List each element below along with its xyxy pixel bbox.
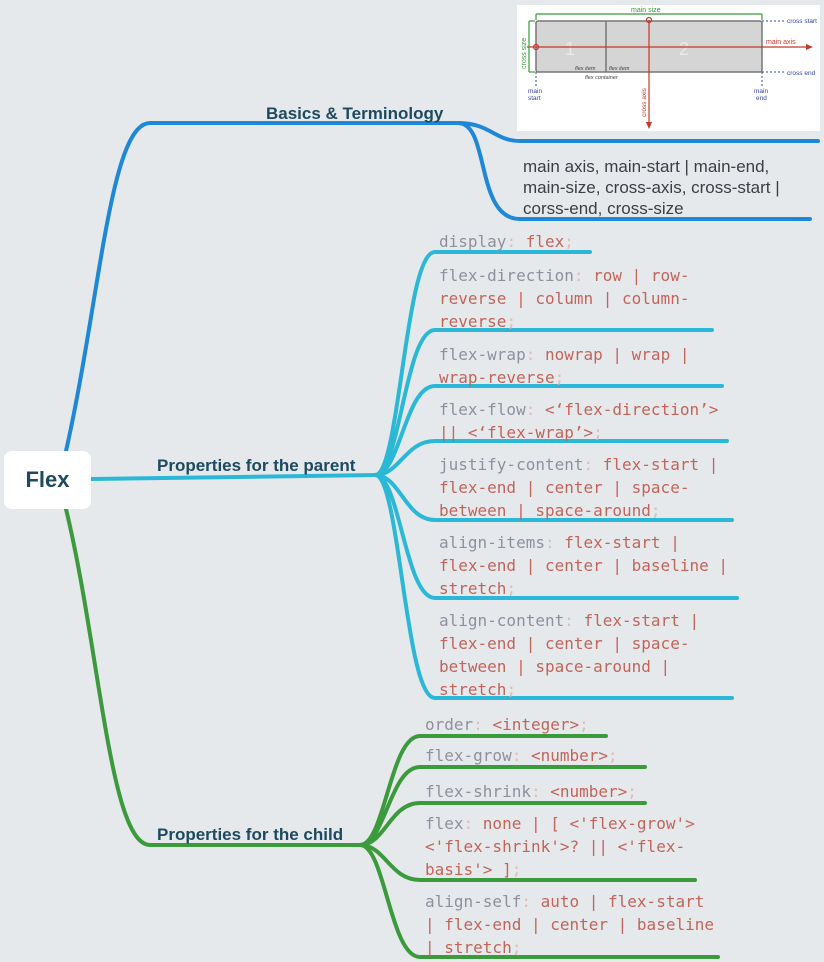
child-prop-order[interactable]: order: <integer>;: [425, 715, 589, 734]
prop-value: <integer>: [492, 715, 580, 734]
flex-item-label-a: flex item: [575, 66, 596, 72]
prop-name: order: [425, 715, 474, 734]
basics-connectors: [64, 121, 820, 453]
item-2-number: 2: [679, 39, 689, 59]
child-connectors: [64, 507, 720, 959]
cross-size-label: cross size: [521, 38, 528, 69]
flex-container-label: flex container: [585, 75, 619, 81]
prop-name: display: [439, 232, 507, 251]
prop-name: align-items: [439, 533, 545, 552]
main-start-label-line1: main: [528, 88, 542, 95]
flex-item-label-b: flex item: [609, 66, 630, 72]
basics-terminology-note[interactable]: main axis, main-start | main-end, main-s…: [523, 157, 780, 218]
prop-name: flex-flow: [439, 400, 526, 419]
prop-name: justify-content: [439, 455, 584, 474]
root-node-flex[interactable]: Flex: [4, 451, 91, 509]
main-end-label-line2: end: [756, 95, 767, 102]
cross-start-label: cross start: [787, 18, 817, 25]
root-to-basics-line: [64, 121, 462, 453]
parent-prop-align-items[interactable]: align-items: flex-start | flex-end | cen…: [439, 533, 728, 598]
branch-parent-label[interactable]: Properties for the parent: [157, 456, 356, 475]
item-1-number: 1: [565, 39, 575, 59]
prop-value: row | row-reverse | column | column-reve…: [439, 266, 690, 331]
parent-prop-flex-direction[interactable]: flex-direction: row | row-reverse | colu…: [439, 266, 690, 331]
branch-basics-label[interactable]: Basics & Terminology: [266, 104, 444, 123]
prop-value: auto | flex-start | flex-end | center | …: [425, 892, 714, 957]
prop-value: <number>: [550, 782, 628, 801]
prop-name: align-self: [425, 892, 522, 911]
parent-prop-flex-wrap[interactable]: flex-wrap: nowrap | wrap | wrap-reverse;: [439, 345, 690, 387]
prop-name: align-content: [439, 611, 565, 630]
basics-to-figure-line: [456, 121, 820, 143]
parent-prop-flex-flow[interactable]: flex-flow: <‘flex-direction’> || <‘flex-…: [439, 400, 719, 442]
main-start-label-line2: start: [528, 95, 541, 102]
cross-end-label: cross end: [787, 70, 816, 77]
child-prop-align-self[interactable]: align-self: auto | flex-start | flex-end…: [425, 892, 714, 957]
prop-value: flex-start | flex-end | center | baselin…: [439, 533, 728, 598]
flexbox-terminology-figure: main size 1 2 flex item flex item flex c…: [517, 5, 820, 131]
prop-value: <‘flex-direction’> || <‘flex-wrap’>: [439, 400, 719, 442]
prop-name: flex-direction: [439, 266, 574, 285]
prop-value: none | [ <'flex-grow'> <'flex-shrink'>? …: [425, 814, 695, 879]
child-prop-flex-shrink[interactable]: flex-shrink: <number>;: [425, 782, 637, 801]
parent-prop-justify-content[interactable]: justify-content: flex-start | flex-end |…: [439, 455, 719, 520]
prop-name: flex-grow: [425, 746, 512, 765]
main-end-label-line1: main: [754, 88, 768, 95]
prop-value: <number>: [530, 746, 609, 765]
parent-connectors: [89, 250, 739, 700]
cross-axis-label: cross axis: [641, 87, 648, 117]
prop-value: flex-start | flex-end | center | space-b…: [439, 455, 719, 520]
prop-value: nowrap | wrap | wrap-reverse: [439, 345, 690, 387]
branch-child-label[interactable]: Properties for the child: [157, 825, 344, 844]
child-prop-flex-grow[interactable]: flex-grow: <number>;: [425, 746, 618, 765]
main-size-label: main size: [631, 7, 661, 14]
child-prop-flex[interactable]: flex: none | [ <'flex-grow'> <'flex-shri…: [425, 814, 695, 879]
prop-name: flex-wrap: [439, 345, 526, 364]
prop-name: flex: [425, 814, 464, 833]
main-axis-label: main axis: [766, 39, 796, 46]
basics-to-note-line: [456, 121, 812, 221]
parent-prop-display[interactable]: display: flex;: [439, 232, 574, 251]
root-to-child-line: [64, 507, 364, 847]
prop-value: flex: [525, 232, 565, 251]
parent-prop-align-content[interactable]: align-content: flex-start | flex-end | c…: [439, 611, 700, 699]
prop-value: flex-start | flex-end | center | space-b…: [439, 611, 700, 699]
prop-name: flex-shrink: [425, 782, 531, 801]
root-to-parent-line: [89, 473, 379, 481]
